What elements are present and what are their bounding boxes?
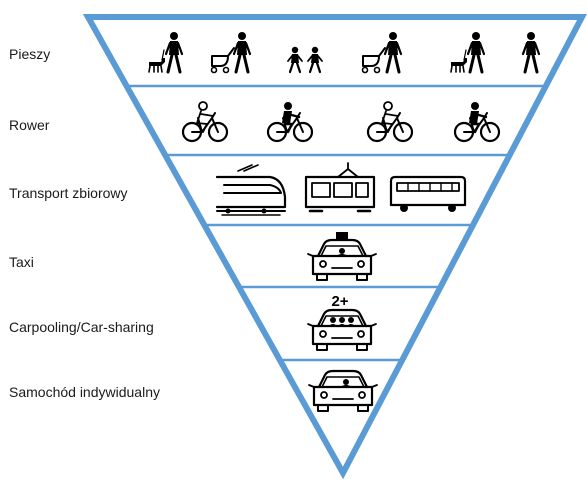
man-walking-dog-icon xyxy=(148,32,184,74)
taxi-icon xyxy=(307,232,377,281)
cyclist-icon xyxy=(366,101,414,143)
train-icon xyxy=(215,164,287,216)
tram-icon xyxy=(304,162,376,213)
man-walking-dog-icon xyxy=(450,32,486,74)
row-label-transport-zbiorowy: Transport zbiorowy xyxy=(9,185,128,201)
carpool-badge: 2+ xyxy=(331,293,348,310)
bus-icon xyxy=(389,175,467,212)
private-car-icon xyxy=(308,369,378,412)
carpool-car-icon xyxy=(307,308,377,351)
cyclist-icon xyxy=(266,102,314,143)
cyclist-icon xyxy=(181,101,229,143)
row-label-taxi: Taxi xyxy=(9,254,34,270)
row-label-pieszy: Pieszy xyxy=(9,46,51,62)
cyclist-icon xyxy=(453,102,501,143)
row-label-samochod-indywidualny: Samochód indywidualny xyxy=(9,384,160,400)
woman-with-stroller-icon xyxy=(210,32,252,74)
children-running-icon xyxy=(287,46,323,74)
row-label-rower: Rower xyxy=(9,117,50,133)
row-label-carpooling: Carpooling/Car-sharing xyxy=(9,319,154,335)
woman-with-stroller-icon xyxy=(361,32,403,74)
woman-walking-icon xyxy=(521,32,541,74)
pyramid-outline xyxy=(82,14,587,480)
